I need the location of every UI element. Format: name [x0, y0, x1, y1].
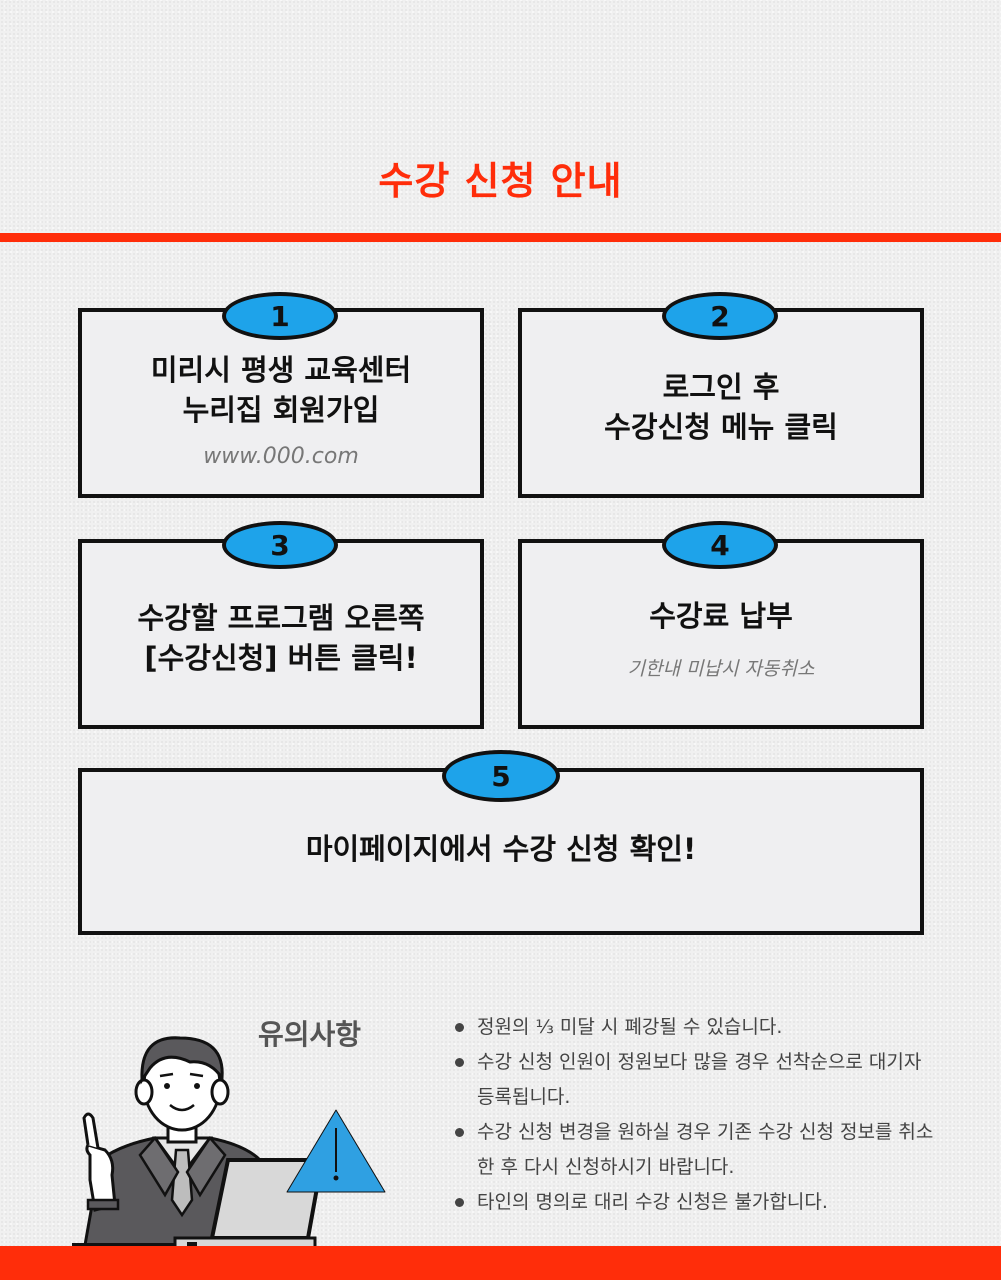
businessman-illustration — [72, 1036, 386, 1254]
note-item: 정원의 ⅓ 미달 시 폐강될 수 있습니다. — [455, 1010, 935, 1045]
page-title: 수강 신청 안내 — [378, 159, 623, 203]
warning-icon — [286, 1109, 386, 1193]
step-4-note: 기한내 미납시 자동취소 — [627, 657, 815, 680]
note-item: 수강 신청 인원이 정원보다 많을 경우 선착순으로 대기자 등록됩니다. — [455, 1045, 935, 1115]
note-item: 수강 신청 변경을 원하실 경우 기존 수강 신청 정보를 취소한 후 다시 신… — [455, 1115, 935, 1185]
step-badge-2: 2 — [662, 292, 778, 340]
footer-bar — [0, 1246, 1001, 1280]
step-3-line-1: 수강할 프로그램 오른쪽 — [137, 601, 425, 635]
step-4-line-1: 수강료 납부 — [649, 598, 793, 633]
step-2-line-2: 수강신청 메뉴 클릭 — [604, 410, 838, 444]
step-2-line-1: 로그인 후 — [662, 370, 780, 404]
step-1-url: www.000.com — [203, 443, 359, 469]
step-card-5: 마이페이지에서 수강 신청 확인! — [78, 768, 924, 935]
step-5-line-1: 마이페이지에서 수강 신청 확인! — [305, 831, 697, 866]
step-1-line-2: 누리집 회원가입 — [182, 392, 380, 427]
step-badge-5: 5 — [442, 750, 560, 802]
step-3-line-2: [수강신청] 버튼 클릭! — [144, 641, 418, 675]
step-badge-3: 3 — [222, 521, 338, 569]
step-badge-4: 4 — [662, 521, 778, 569]
notes-list: 정원의 ⅓ 미달 시 폐강될 수 있습니다. 수강 신청 인원이 정원보다 많을… — [455, 1010, 935, 1220]
note-item: 타인의 명의로 대리 수강 신청은 불가합니다. — [455, 1185, 935, 1220]
step-card-3: 수강할 프로그램 오른쪽 [수강신청] 버튼 클릭! — [78, 539, 484, 729]
step-badge-1: 1 — [222, 292, 338, 340]
step-1-line-1: 미리시 평생 교육센터 — [150, 352, 412, 387]
notes-title: 유의사항 — [258, 1018, 362, 1051]
step-card-4: 수강료 납부 기한내 미납시 자동취소 — [518, 539, 924, 729]
header-divider — [0, 233, 1001, 242]
